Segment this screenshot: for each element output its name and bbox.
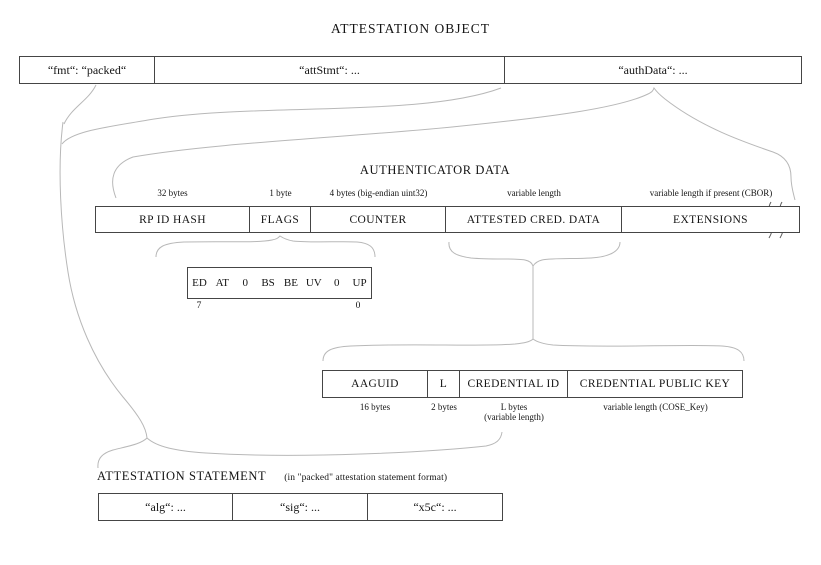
flags-cell: FLAGS xyxy=(250,206,311,233)
attested-cred-data-size: variable length xyxy=(507,188,561,198)
attstmt-cell: “attStmt“: ... xyxy=(155,56,505,84)
flag-bit-zero-1: 0 xyxy=(333,277,340,289)
length-size: 2 bytes xyxy=(431,402,457,412)
attstmt-leader-curve xyxy=(61,87,502,145)
alg-cell: “alg“: ... xyxy=(98,493,233,521)
x5c-cell: “x5c“: ... xyxy=(368,493,503,521)
flag-bit-zero-5: 0 xyxy=(242,277,248,289)
flag-bit-ed: ED xyxy=(192,277,207,289)
length-cell: L xyxy=(428,370,460,398)
attestation-statement-heading: ATTESTATION STATEMENT (in "packed" attes… xyxy=(97,469,447,484)
aaguid-cell: AAGUID xyxy=(322,370,428,398)
flag-bit-be: BE xyxy=(283,277,298,289)
rp-id-hash-size: 32 bytes xyxy=(157,188,188,198)
attestation-statement-title: ATTESTATION STATEMENT xyxy=(97,469,267,483)
counter-size: 4 bytes (big-endian uint32) xyxy=(329,188,428,198)
counter-cell: COUNTER xyxy=(311,206,446,233)
flags-lsb-label: 0 xyxy=(355,301,361,311)
attested-cred-data-brace xyxy=(448,241,621,268)
attested-cred-data-cell: ATTESTED CRED. DATA xyxy=(446,206,622,233)
flag-bit-bs: BS xyxy=(261,277,275,289)
credential-id-cell: CREDENTIAL ID xyxy=(460,370,568,398)
credential-id-size-line2: (variable length) xyxy=(484,412,544,422)
flags-msb-label: 7 xyxy=(196,301,202,311)
fmt-leader-curve xyxy=(63,84,97,125)
extensions-size: variable length if present (CBOR) xyxy=(649,188,773,198)
aaguid-size: 16 bytes xyxy=(359,402,391,412)
attestation-statement-row: “alg“: ... “sig“: ... “x5c“: ... xyxy=(98,493,503,521)
flags-size: 1 byte xyxy=(269,188,292,198)
flag-bit-at: AT xyxy=(215,277,230,289)
authenticator-data-brace xyxy=(112,86,796,201)
flag-bit-up: UP xyxy=(352,277,367,289)
credential-public-key-cell: CREDENTIAL PUBLIC KEY xyxy=(568,370,743,398)
credential-id-size-line1: L bytes xyxy=(500,402,528,412)
left-leader-line xyxy=(59,121,148,439)
credential-id-size: L bytes (variable length) xyxy=(460,402,568,422)
flag-bit-uv: UV xyxy=(305,277,322,289)
authenticator-data-title: AUTHENTICATOR DATA xyxy=(359,163,511,177)
flags-bits-box: ED AT 0 BS BE UV 0 UP xyxy=(187,267,372,299)
attested-credential-data-row: AAGUID L CREDENTIAL ID CREDENTIAL PUBLIC… xyxy=(322,370,743,398)
authdata-cell: “authData“: ... xyxy=(505,56,802,84)
sig-cell: “sig“: ... xyxy=(233,493,368,521)
attestation-statement-brace xyxy=(97,431,503,469)
flags-brace xyxy=(155,235,376,258)
page-title: ATTESTATION OBJECT xyxy=(330,21,491,36)
attestation-object-row: “fmt“: “packed“ “attStmt“: ... “authData… xyxy=(19,56,802,84)
credential-data-brace xyxy=(322,338,745,362)
rp-id-hash-cell: RP ID HASH xyxy=(95,206,250,233)
fmt-cell: “fmt“: “packed“ xyxy=(19,56,155,84)
extensions-cell: EXTENSIONS xyxy=(622,206,800,233)
attestation-statement-subtitle: (in "packed" attestation statement forma… xyxy=(284,473,448,483)
credential-public-key-size: variable length (COSE_Key) xyxy=(603,402,708,412)
authenticator-data-row: RP ID HASH FLAGS COUNTER ATTESTED CRED. … xyxy=(95,206,800,233)
